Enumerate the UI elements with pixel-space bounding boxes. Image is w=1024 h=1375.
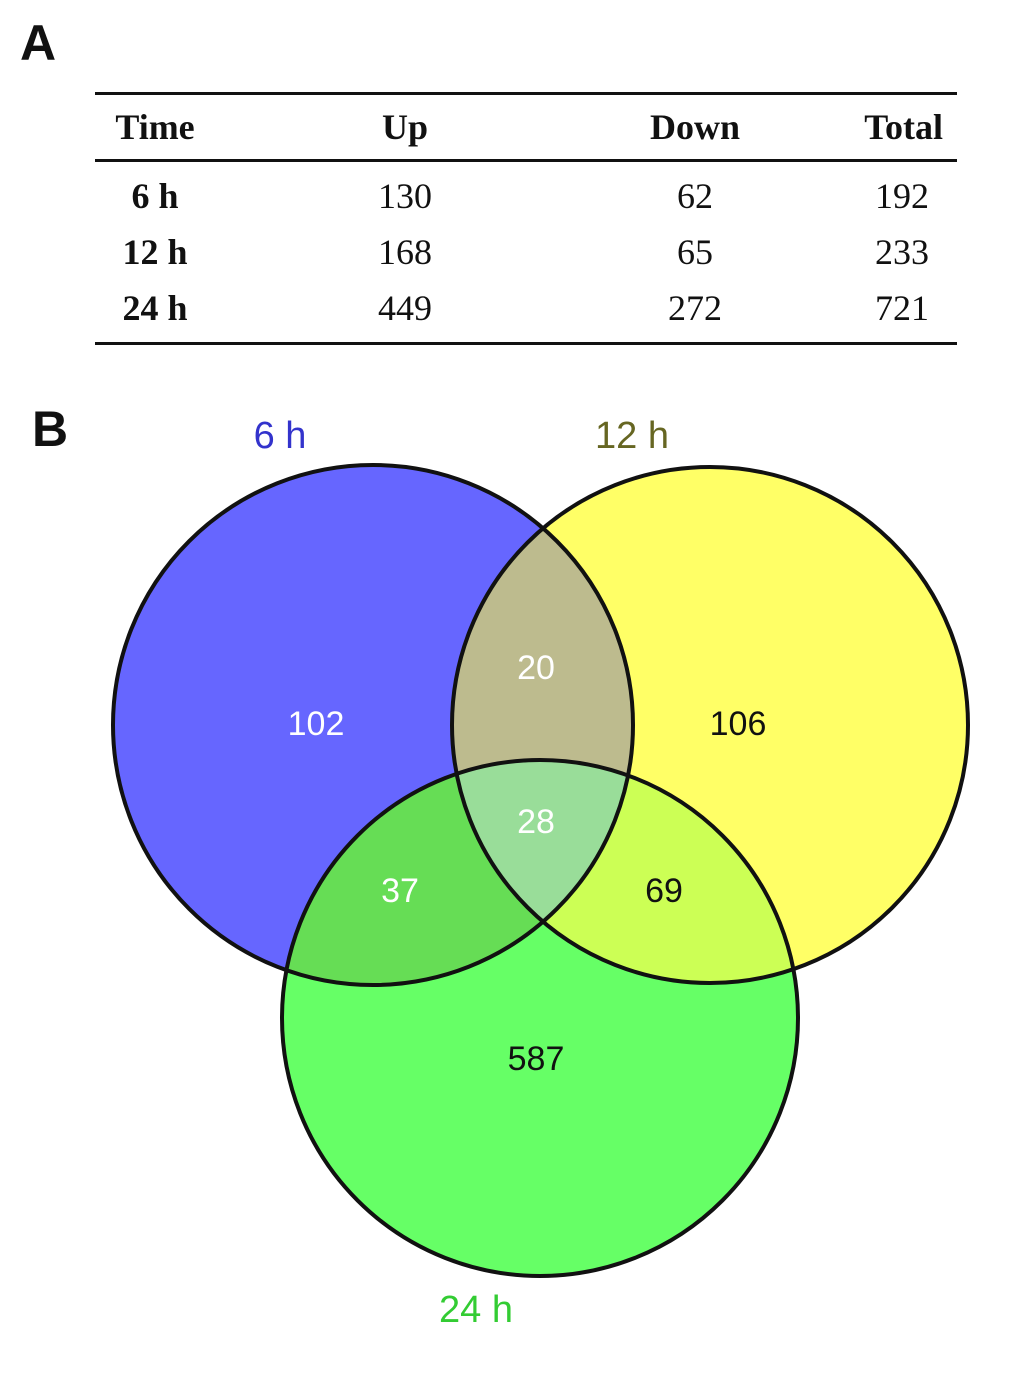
count-only-12h: 106 — [710, 705, 767, 743]
cell-total: 192 — [875, 176, 929, 216]
cell-total: 721 — [795, 280, 957, 345]
count-only-6h: 102 — [288, 705, 345, 743]
cell-up: 168 — [378, 232, 432, 272]
cell-total: 233 — [875, 232, 929, 272]
table-row: 12 h 168 65 233 — [95, 224, 957, 280]
count-12h-24h: 69 — [645, 872, 683, 910]
count-6h-24h: 37 — [381, 872, 419, 910]
summary-table: Time Up Down Total 6 h 130 62 192 12 h 1… — [95, 92, 957, 345]
table-row: 24 h 449 272 721 — [95, 280, 957, 345]
header-up: Up — [215, 92, 595, 162]
deg-count-table: Time Up Down Total 6 h 130 62 192 12 h 1… — [95, 92, 957, 345]
cell-time: 6 h — [131, 176, 179, 216]
table-row: 6 h 130 62 192 — [95, 161, 957, 225]
set-12h-outline — [450, 465, 970, 985]
set-6h-outline — [111, 463, 635, 987]
overlap-6h-24h-region — [282, 760, 633, 985]
header-total: Total — [795, 92, 957, 162]
set-24h-outline — [280, 758, 800, 1278]
panel-a-label: A — [20, 15, 57, 71]
count-6h-12h: 20 — [517, 649, 555, 687]
header-time: Time — [95, 92, 215, 162]
cell-up: 449 — [215, 280, 595, 345]
table-header-row: Time Up Down Total — [95, 92, 957, 162]
set-24h-label: 24 h — [439, 1289, 513, 1331]
count-all-three: 28 — [517, 803, 555, 841]
panel-b-label: B — [32, 401, 69, 457]
header-down: Down — [595, 92, 795, 162]
cell-up: 130 — [378, 176, 432, 216]
cell-down: 65 — [677, 232, 713, 272]
set-12h-label: 12 h — [595, 415, 669, 457]
overlap-12h-24h-region — [452, 760, 798, 983]
set-6h-label: 6 h — [254, 415, 307, 457]
cell-down: 62 — [677, 176, 713, 216]
cell-down: 272 — [595, 280, 795, 345]
cell-time: 24 h — [95, 280, 215, 345]
count-only-24h: 587 — [508, 1040, 565, 1078]
cell-time: 12 h — [122, 232, 188, 272]
